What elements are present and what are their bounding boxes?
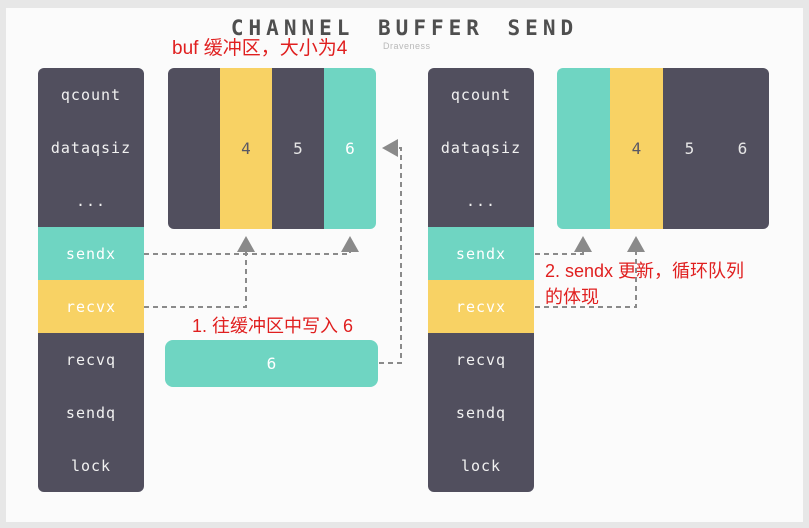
buffer-cell: 6	[324, 68, 376, 229]
struct-field-recvq: recvq	[428, 333, 534, 386]
struct-field-sendq: sendq	[38, 386, 144, 439]
buffer-cell: 5	[663, 68, 716, 229]
struct-field-recvq: recvq	[38, 333, 144, 386]
ring-buffer-after: 4 5 6	[557, 68, 769, 229]
struct-field-dataqsiz: dataqsiz	[428, 121, 534, 174]
annotation-step2-line2: 的体现	[545, 287, 599, 307]
hchan-struct-after: qcount dataqsiz ... sendx recvx recvq se…	[428, 68, 534, 492]
annotation-step2: 2. sendx 更新，循环队列 的体现	[545, 258, 755, 310]
struct-field-sendx: sendx	[428, 227, 534, 280]
struct-field-ellipsis: ...	[38, 174, 144, 227]
annotation-step1: 1. 往缓冲区中写入 6	[192, 316, 354, 336]
struct-field-recvx: recvx	[428, 280, 534, 333]
struct-field-dataqsiz: dataqsiz	[38, 121, 144, 174]
buffer-cell	[557, 68, 610, 229]
struct-field-lock: lock	[428, 439, 534, 492]
ring-buffer-before: 4 5 6	[168, 68, 376, 229]
struct-field-sendx: sendx	[38, 227, 144, 280]
buffer-cell	[168, 68, 220, 229]
buffer-cell: 6	[716, 68, 769, 229]
struct-field-lock: lock	[38, 439, 144, 492]
buffer-cell: 4	[610, 68, 663, 229]
buffer-cell: 5	[272, 68, 324, 229]
struct-field-qcount: qcount	[428, 68, 534, 121]
write-value-box: 6	[165, 340, 378, 387]
annotation-buf-size: buf 缓冲区，大小为4	[172, 38, 348, 59]
struct-field-qcount: qcount	[38, 68, 144, 121]
watermark: Draveness	[383, 41, 431, 51]
annotation-step2-line1: 2. sendx 更新，循环队列	[545, 261, 745, 281]
struct-field-ellipsis: ...	[428, 174, 534, 227]
diagram-title: CHANNEL BUFFER SEND	[230, 16, 579, 40]
struct-field-sendq: sendq	[428, 386, 534, 439]
buffer-cell: 4	[220, 68, 272, 229]
struct-field-recvx: recvx	[38, 280, 144, 333]
hchan-struct-before: qcount dataqsiz ... sendx recvx recvq se…	[38, 68, 144, 492]
